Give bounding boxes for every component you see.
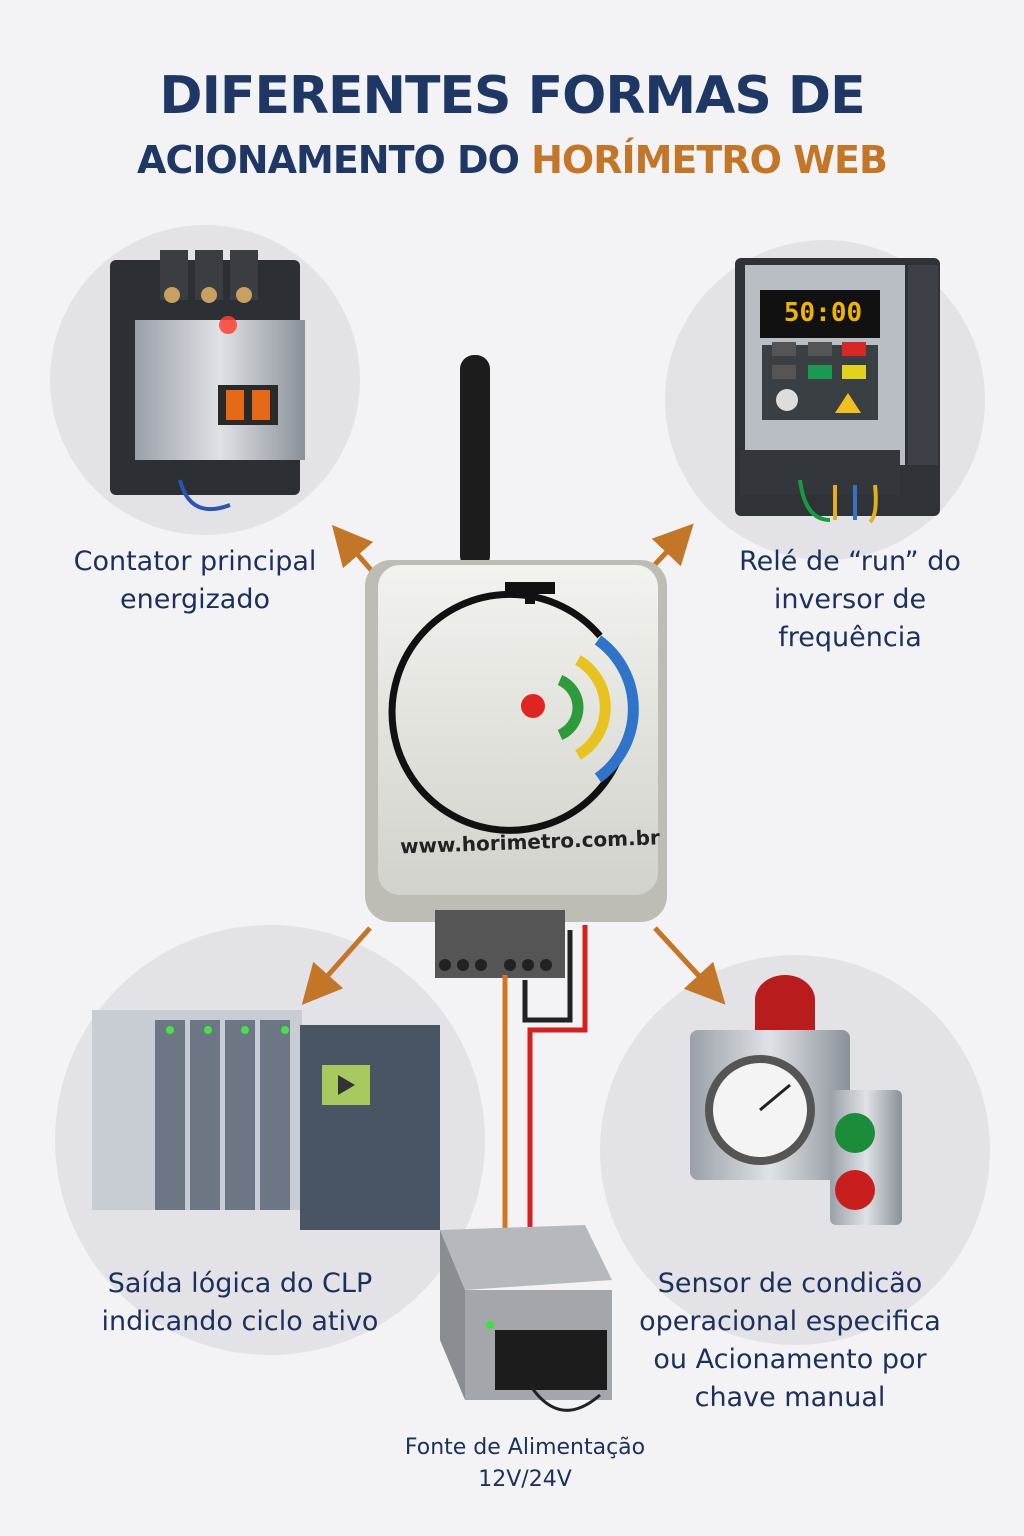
inverter-image bbox=[735, 258, 940, 524]
caption-plc: Saída lógica do CLP indicando ciclo ativ… bbox=[70, 1265, 410, 1341]
caption-line: frequência bbox=[778, 622, 922, 653]
caption-line: Relé de “run” do bbox=[739, 546, 961, 577]
caption-power-supply: Fonte de Alimentação 12V/24V bbox=[360, 1432, 690, 1496]
horimetro-web-device bbox=[365, 355, 667, 978]
caption-line: indicando ciclo ativo bbox=[101, 1306, 379, 1337]
title-line-1: DIFERENTES FORMAS DE bbox=[159, 66, 865, 126]
caption-line: energizado bbox=[120, 584, 270, 615]
caption-line: inversor de bbox=[773, 584, 927, 615]
caption-line: ou Acionamento por bbox=[653, 1344, 927, 1375]
caption-line: 12V/24V bbox=[478, 1467, 572, 1492]
title-prefix: ACIONAMENTO DO bbox=[137, 138, 520, 182]
arrow-to-plc bbox=[301, 926, 372, 1005]
power-supply-image bbox=[440, 1225, 612, 1412]
sensor-image bbox=[690, 975, 902, 1225]
caption-inverter: Relé de “run” do inversor de frequência bbox=[700, 543, 1000, 657]
stopwatch-logo-icon bbox=[388, 582, 639, 834]
caption-sensor: Sensor de condicão operacional especific… bbox=[610, 1265, 970, 1417]
caption-contactor: Contator principal energizado bbox=[40, 543, 350, 619]
wires bbox=[502, 925, 588, 1230]
title-line-2: ACIONAMENTO DO HORÍMETRO WEB bbox=[0, 138, 1024, 182]
contactor-image bbox=[110, 250, 305, 511]
caption-line: Fonte de Alimentação bbox=[404, 1435, 646, 1460]
caption-line: chave manual bbox=[694, 1382, 886, 1413]
caption-line: Sensor de condicão bbox=[657, 1268, 923, 1299]
arrow-to-sensor bbox=[653, 926, 726, 1005]
title-highlight: HORÍMETRO WEB bbox=[531, 138, 888, 182]
inverter-display: 50:00 bbox=[783, 298, 863, 328]
plc-image bbox=[92, 1010, 440, 1230]
caption-line: operacional especifica bbox=[639, 1306, 941, 1337]
caption-line: Saída lógica do CLP bbox=[107, 1268, 373, 1299]
caption-line: Contator principal bbox=[73, 546, 317, 577]
antenna bbox=[460, 355, 490, 570]
